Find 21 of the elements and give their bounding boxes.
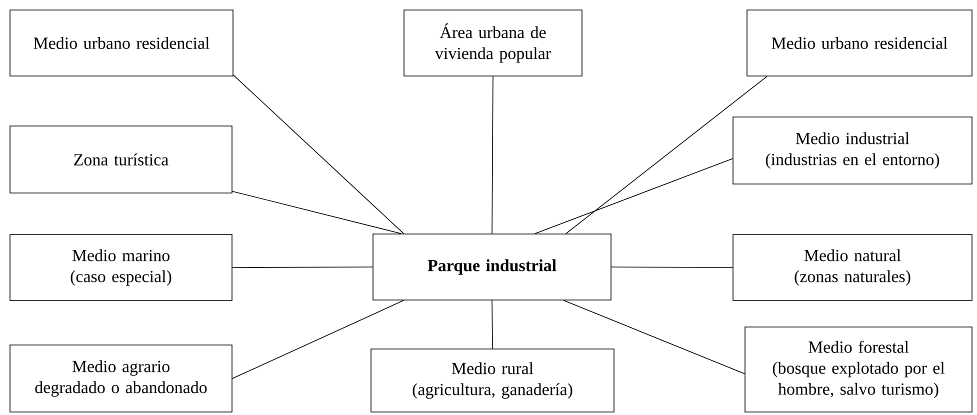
text-box: Medio industrial (industrias en el entorno) [732, 116, 972, 184]
connector-line [232, 266, 373, 268]
connector-line [611, 266, 733, 268]
text-box: Zona turística [10, 126, 232, 194]
text-box: Medio forestal (bosque explotado por el hombre, salvo turismo) [744, 326, 972, 412]
connector-line [232, 300, 404, 379]
text-box: Área urbana de vivienda popular [404, 10, 582, 76]
text-box: Medio marino (caso especial) [10, 234, 232, 301]
connector-line [566, 76, 768, 234]
text-box: Medio urbano residencial [10, 10, 234, 76]
connector-line [563, 300, 745, 374]
text-box: Medio rural (agricultura, ganadería) [370, 348, 614, 412]
text-box: Medio agrario degradado o abandonado [10, 344, 232, 412]
text-box: Medio urbano residencial [746, 10, 972, 76]
center-box: Parque industrial [372, 234, 612, 300]
connector-line [492, 300, 493, 349]
text-box: Medio natural (zonas naturales) [732, 234, 972, 301]
connector-line [534, 158, 733, 234]
connector-line [232, 190, 402, 234]
connector-line [233, 74, 404, 234]
connector-line [492, 76, 494, 234]
